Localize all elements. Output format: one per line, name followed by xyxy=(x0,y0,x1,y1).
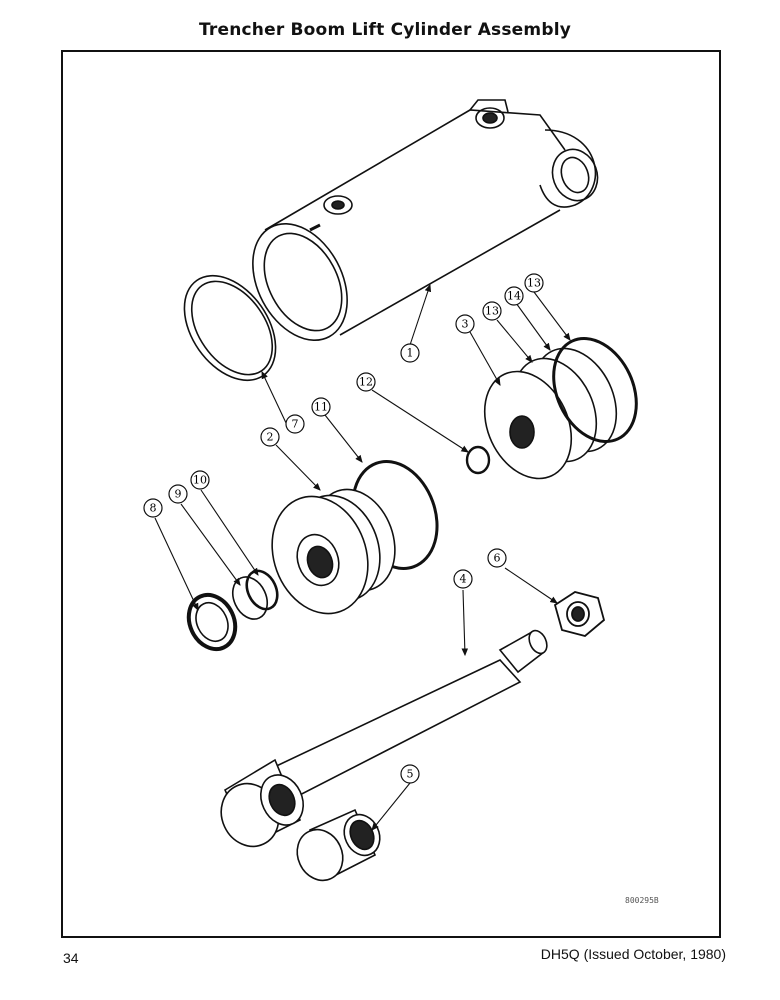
svg-text:12: 12 xyxy=(359,376,373,389)
svg-text:7: 7 xyxy=(292,418,299,431)
callout-6: 6 xyxy=(487,548,507,568)
callout-7: 7 xyxy=(285,414,305,434)
figure-frame xyxy=(61,50,721,938)
small-o-ring xyxy=(465,445,491,475)
svg-text:14: 14 xyxy=(507,290,521,303)
document-issue-note: DH5Q (Issued October, 1980) xyxy=(540,946,726,962)
svg-text:10: 10 xyxy=(193,474,207,487)
svg-text:4: 4 xyxy=(460,573,467,586)
hex-nut xyxy=(553,591,606,637)
svg-text:2: 2 xyxy=(267,431,274,444)
callout-1: 1 xyxy=(400,343,420,363)
bushing xyxy=(296,808,381,882)
callout-3: 3 xyxy=(455,314,475,334)
callout-13b: 13 xyxy=(524,273,544,293)
svg-text:3: 3 xyxy=(462,318,469,331)
svg-text:5: 5 xyxy=(407,768,414,781)
callout-9: 9 xyxy=(168,484,188,504)
piston-rod xyxy=(220,629,548,848)
svg-text:9: 9 xyxy=(175,488,182,501)
callout-10: 10 xyxy=(190,470,210,490)
callout-11: 11 xyxy=(311,397,331,417)
callout-12: 12 xyxy=(356,372,376,392)
svg-text:8: 8 xyxy=(150,502,157,515)
callout-13a: 13 xyxy=(482,301,502,321)
svg-text:13: 13 xyxy=(527,277,541,290)
rod-seals xyxy=(186,569,279,652)
svg-text:13: 13 xyxy=(485,305,499,318)
callout-8: 8 xyxy=(143,498,163,518)
figure-reference: 800295B xyxy=(625,896,659,905)
callout-14: 14 xyxy=(504,286,524,306)
cylinder-barrel xyxy=(252,99,599,341)
callout-2: 2 xyxy=(260,427,280,447)
callout-5: 5 xyxy=(400,764,420,784)
callout-4: 4 xyxy=(453,569,473,589)
svg-text:11: 11 xyxy=(314,401,328,414)
piston xyxy=(483,336,638,480)
svg-text:6: 6 xyxy=(494,552,501,565)
leader-lines xyxy=(154,283,571,831)
svg-text:1: 1 xyxy=(407,347,414,360)
cylinder-head xyxy=(271,488,396,615)
page-number: 34 xyxy=(63,950,79,966)
callouts: 1 2 3 4 5 6 7 8 9 10 11 12 13 13 14 xyxy=(143,273,544,784)
page-title: Trencher Boom Lift Cylinder Assembly xyxy=(198,20,572,40)
